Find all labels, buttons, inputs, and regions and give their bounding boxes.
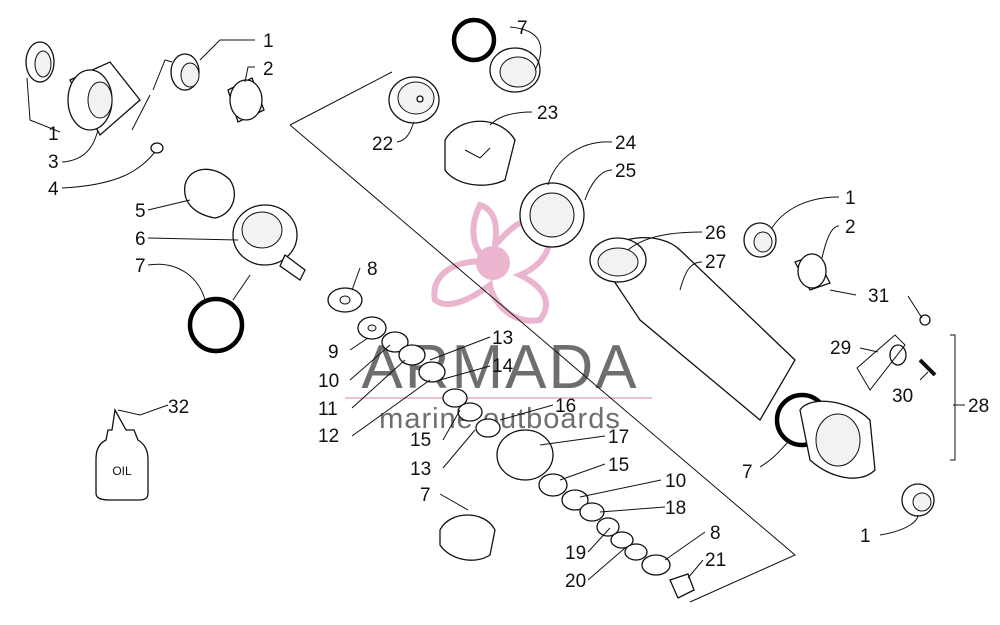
callout-7-a: 7 xyxy=(135,256,146,277)
callout-9: 9 xyxy=(328,342,339,363)
callout-24: 24 xyxy=(615,133,637,154)
callout-1-c: 1 xyxy=(845,188,856,209)
end-cap-part-28 xyxy=(799,400,876,479)
callout-13-a: 13 xyxy=(492,328,513,349)
nut-part-24 xyxy=(519,182,585,248)
callout-4: 4 xyxy=(48,179,59,200)
screw-part-31 xyxy=(919,314,931,326)
callout-13-b: 13 xyxy=(410,459,431,480)
callout-17: 17 xyxy=(608,427,629,448)
pin-part-30 xyxy=(918,358,937,377)
callout-14: 14 xyxy=(492,356,514,377)
callout-26: 26 xyxy=(705,223,726,244)
callout-19: 19 xyxy=(565,543,586,564)
callout-7-b: 7 xyxy=(517,18,528,39)
callout-28: 28 xyxy=(968,396,989,417)
callout-8-a: 8 xyxy=(367,259,378,280)
callout-10-b: 10 xyxy=(665,471,686,492)
reservoir-body-part-26 xyxy=(589,237,796,421)
ring-part-7-bottom xyxy=(439,514,496,561)
piston-assembly-part-6 xyxy=(232,204,306,281)
callout-10-a: 10 xyxy=(318,371,339,392)
callout-32: 32 xyxy=(168,397,189,418)
callout-18: 18 xyxy=(665,498,686,519)
callout-labels: 1 2 1 3 4 5 6 7 7 22 23 24 25 26 27 1 2 … xyxy=(48,18,989,592)
oring-part-7-top xyxy=(451,17,497,63)
bushing-part-1 xyxy=(25,41,55,83)
oil-bottle-part-32: OIL xyxy=(95,408,149,501)
callout-25: 25 xyxy=(615,161,636,182)
ring-part-7-top xyxy=(489,47,541,93)
callout-1-b: 1 xyxy=(48,124,59,145)
callout-2-a: 2 xyxy=(263,59,274,80)
callout-5: 5 xyxy=(135,201,146,222)
callout-7-c: 7 xyxy=(742,462,753,483)
leader-lines xyxy=(26,26,965,581)
callout-16: 16 xyxy=(555,396,576,417)
watermark-propeller-icon xyxy=(431,201,553,324)
callout-12: 12 xyxy=(318,426,339,447)
callout-20: 20 xyxy=(565,571,586,592)
callout-23: 23 xyxy=(537,103,558,124)
callout-1-a: 1 xyxy=(263,31,274,52)
callout-11: 11 xyxy=(318,399,338,420)
washer-stack xyxy=(327,287,695,599)
callout-3: 3 xyxy=(48,152,59,173)
spacer-part-2-right xyxy=(794,253,831,291)
spacer-part-2 xyxy=(227,77,265,123)
callout-31: 31 xyxy=(868,286,889,307)
callout-22: 22 xyxy=(372,134,393,155)
callout-15-b: 15 xyxy=(608,455,629,476)
callout-7-d: 7 xyxy=(420,485,431,506)
callout-27: 27 xyxy=(705,252,726,273)
callout-2-b: 2 xyxy=(845,217,856,238)
callout-29: 29 xyxy=(830,338,851,359)
bushing-part-1b xyxy=(170,53,200,91)
callout-6: 6 xyxy=(135,229,146,250)
oring-part-7-left xyxy=(187,296,245,354)
eye-part-3 xyxy=(67,61,141,137)
bumper-part-5 xyxy=(184,168,235,219)
callout-15-a: 15 xyxy=(410,430,431,451)
bushing-part-1-bottom xyxy=(901,483,935,517)
callout-30: 30 xyxy=(892,386,913,407)
callout-1-d: 1 xyxy=(860,526,871,547)
callout-21: 21 xyxy=(705,550,726,571)
valve-part-29 xyxy=(889,344,907,366)
bushing-part-1-right xyxy=(743,222,777,258)
oil-bottle-label: OIL xyxy=(112,464,132,478)
sleeve-part-23 xyxy=(444,120,516,186)
callout-8-b: 8 xyxy=(710,523,721,544)
cap-part-22 xyxy=(388,76,440,124)
